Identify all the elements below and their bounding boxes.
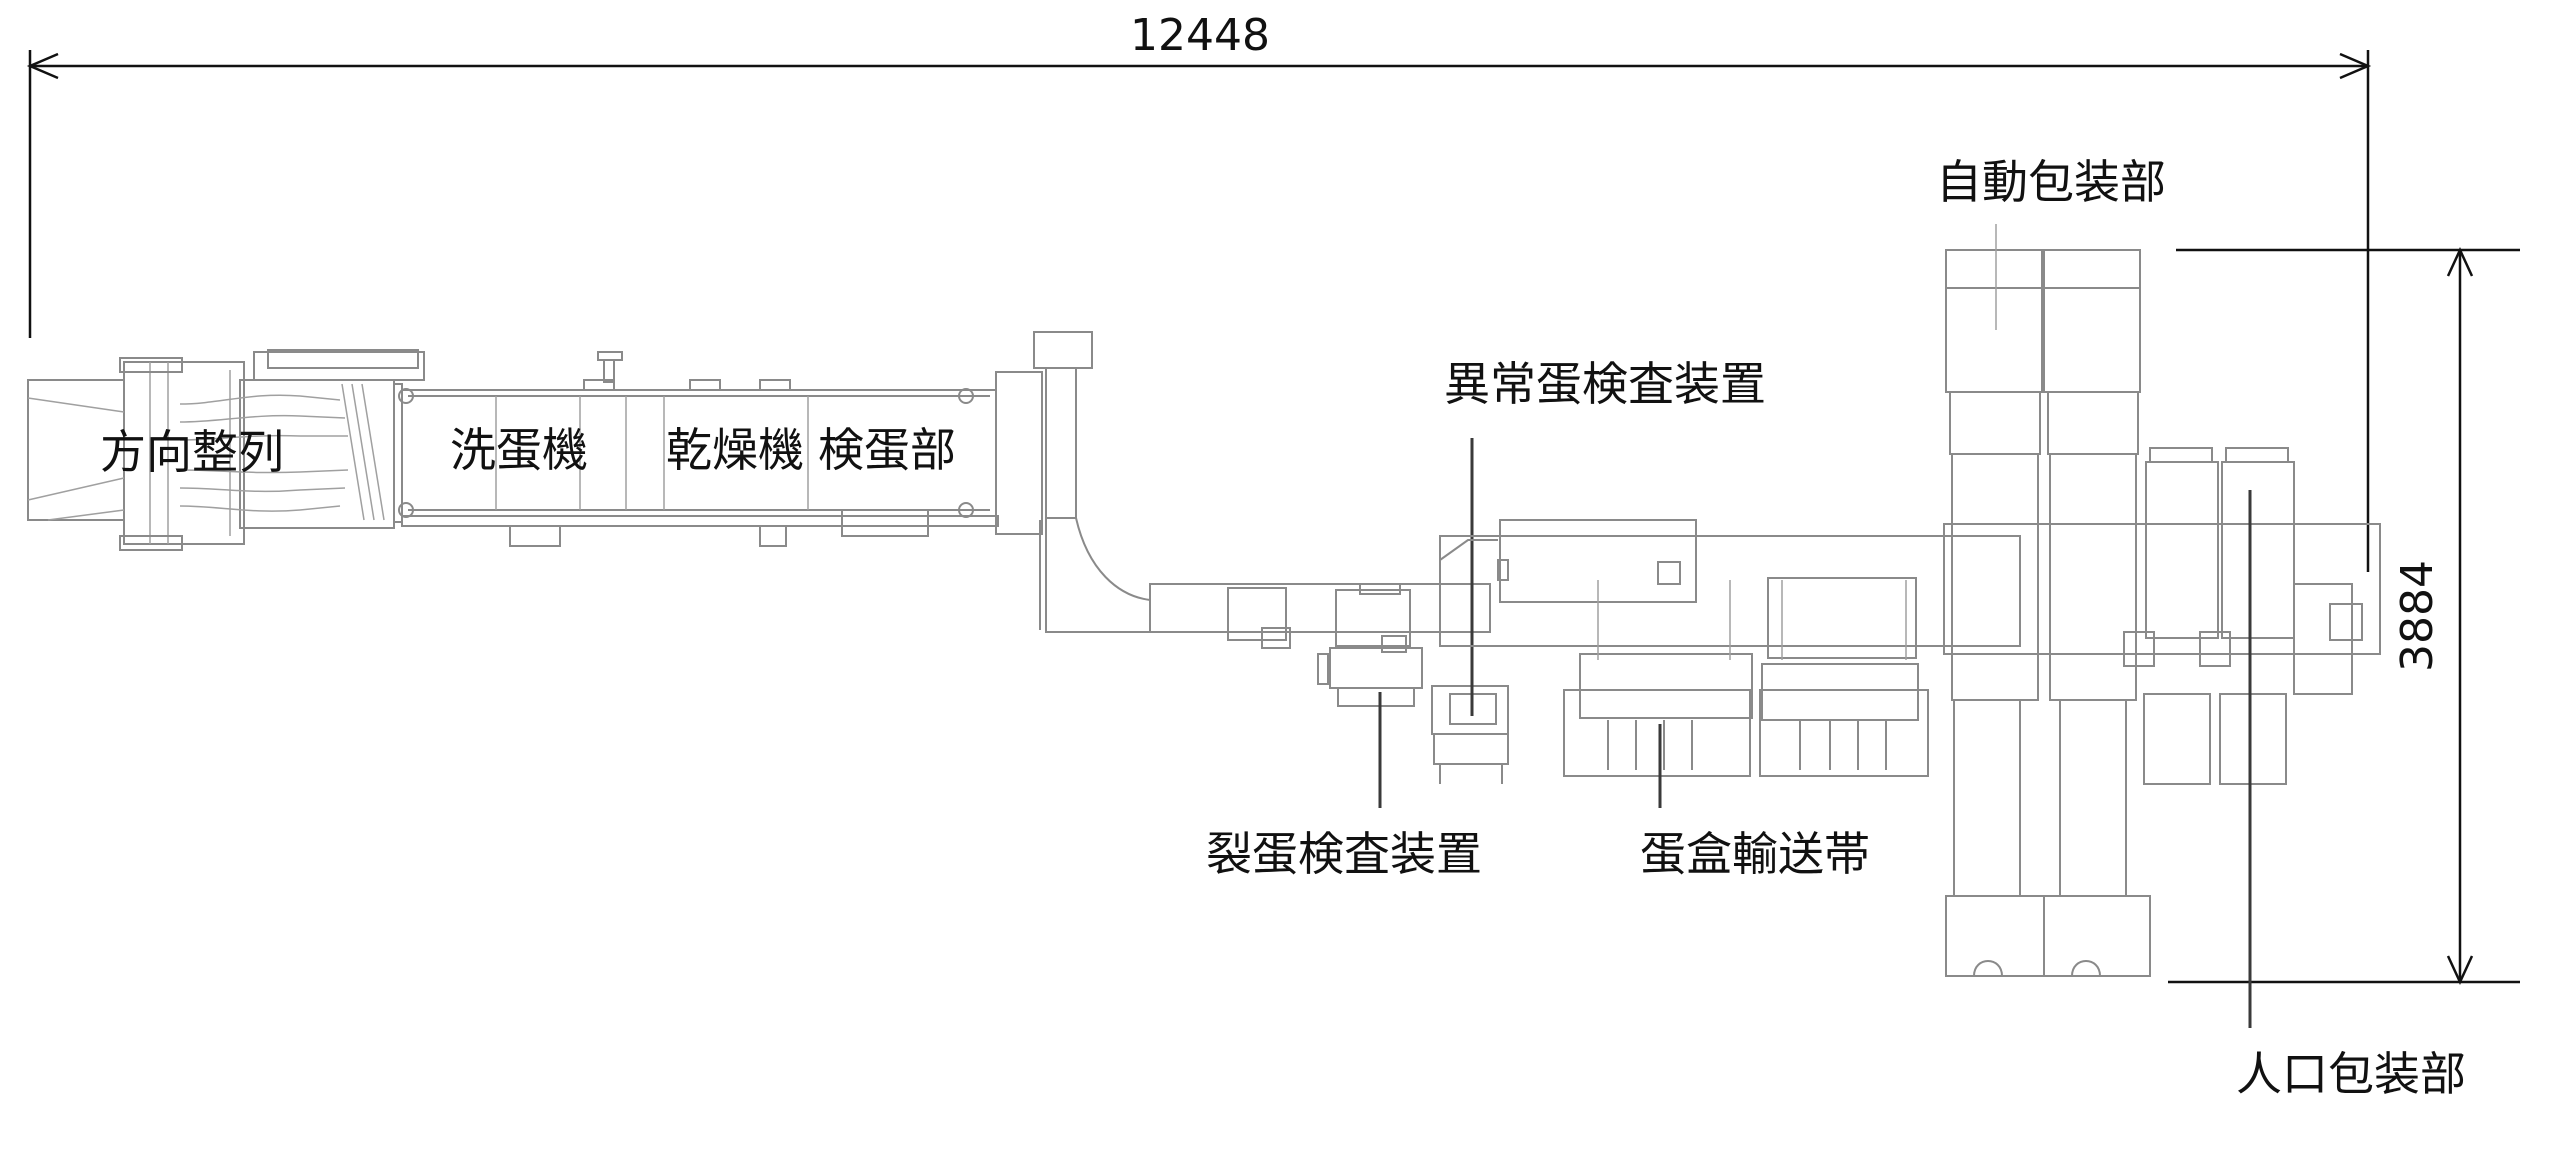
label-dryer: 乾燥機 bbox=[666, 423, 804, 477]
label-crack-inspection: 裂蛋検査装置 bbox=[1206, 827, 1482, 881]
label-orientation: 方向整列 bbox=[100, 425, 284, 479]
label-carton-conveyor: 蛋盒輸送帯 bbox=[1640, 827, 1870, 881]
label-washer: 洗蛋機 bbox=[450, 423, 588, 477]
label-abnormal-egg-inspection: 異常蛋検査装置 bbox=[1444, 357, 1766, 411]
label-inspection: 検蛋部 bbox=[818, 423, 956, 477]
height-dimension: 3884 bbox=[2168, 247, 2520, 985]
width-dimension: 12448 bbox=[26, 10, 2372, 572]
label-manual-packing: 人口包装部 bbox=[2236, 1047, 2466, 1101]
crack-inspection-device bbox=[1317, 635, 1423, 808]
auto-packing-unit bbox=[1943, 224, 2381, 977]
carton-section bbox=[1439, 519, 2021, 808]
manual-packing-unit bbox=[2123, 447, 2363, 1028]
label-auto-packing: 自動包装部 bbox=[1936, 155, 2166, 209]
height-dimension-value: 3884 bbox=[2392, 560, 2443, 672]
transfer-elevator bbox=[1033, 331, 1491, 649]
abnormal-egg-inspection-device bbox=[1431, 438, 1509, 784]
width-dimension-value: 12448 bbox=[1130, 10, 1270, 61]
orientation-unit bbox=[27, 349, 425, 551]
main-line-block bbox=[398, 351, 1043, 547]
